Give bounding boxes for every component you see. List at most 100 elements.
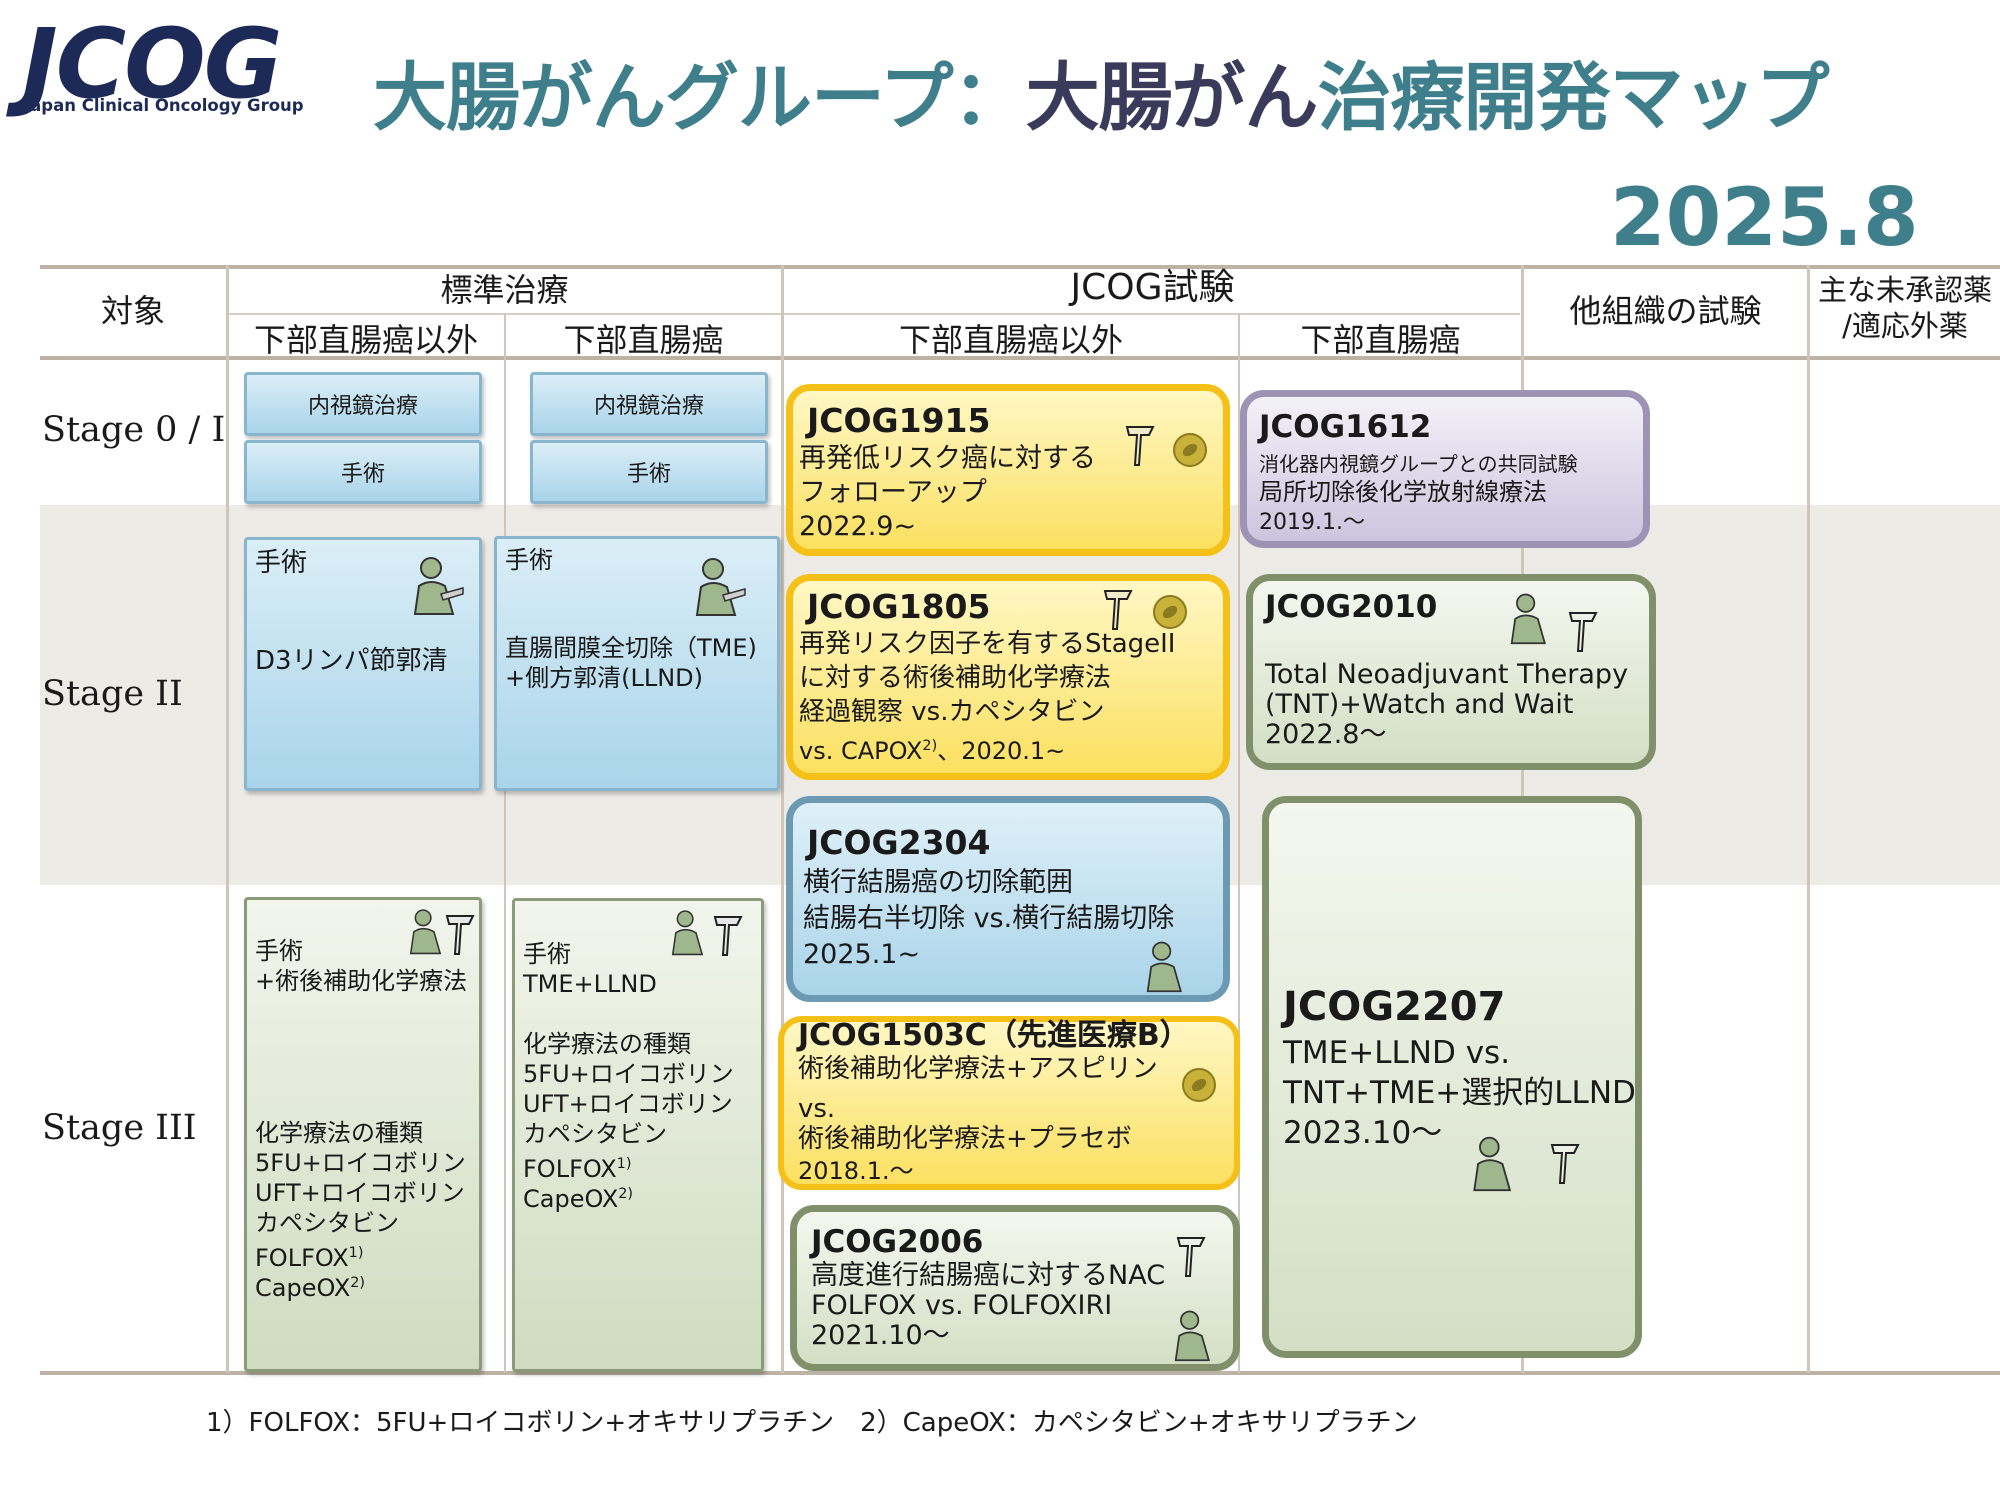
std-surgery-left-label: 手術	[340, 462, 385, 487]
surgeon-icon	[413, 557, 464, 615]
header-standard: 標準治療	[440, 271, 569, 309]
surgeon-icon	[1510, 593, 1546, 645]
trial-jcog2207-l2: TNT+TME+選択的LLND	[1283, 1075, 1636, 1111]
trial-jcog1915: JCOG1915 再発低リスク癌に対する フォローアップ 2022.9~	[786, 384, 1230, 556]
trial-jcog2010: JCOG2010 Total Neoadjuvant Therapy (TNT)…	[1246, 574, 1656, 770]
trial-jcog2006-l2: FOLFOX vs. FOLFOXIRI	[811, 1290, 1113, 1321]
trial-jcog1503c-l3: 術後補助化学療法+プラセボ	[798, 1124, 1132, 1154]
subheader-jcog-lower: 下部直腸癌	[1300, 321, 1461, 359]
std-stage2-right-body1: 直腸間膜全切除（TME)	[505, 634, 757, 662]
title-map: 治療開発マップ	[1317, 55, 1830, 141]
std-stage3-left: 手術 +術後補助化学療法 化学療法の種類 5FU+ロイコボリン UFT+ロイコボ…	[244, 897, 482, 1372]
trial-jcog2006-l1: 高度進行結腸癌に対するNAC	[811, 1260, 1166, 1291]
folfox-label: FOLFOX	[255, 1244, 349, 1272]
endoscope-icon	[445, 915, 475, 955]
trial-jcog2010-l1: Total Neoadjuvant Therapy	[1265, 659, 1629, 690]
trial-jcog2304: JCOG2304 横行結腸癌の切除範囲 結腸右半切除 vs.横行結腸切除 202…	[786, 796, 1230, 1002]
trial-jcog1805-l2: に対する術後補助化学療法	[799, 663, 1112, 693]
std-surgery-right: 手術	[530, 440, 768, 504]
std-stage3-right-8: CapeOX2)	[523, 1179, 633, 1215]
trial-jcog1805-capox: vs. CAPOX	[799, 737, 923, 765]
trial-jcog1503c: JCOG1503C（先進医療B） 術後補助化学療法+アスピリン vs. 術後補助…	[778, 1016, 1240, 1190]
logo: JCOG	[22, 8, 283, 120]
trial-jcog1612-l2: 局所切除後化学放射線療法	[1259, 478, 1547, 506]
endoscope-icon	[1176, 1237, 1206, 1277]
std-stage3-left-7: FOLFOX1)	[255, 1238, 363, 1274]
trial-jcog1915-l3: 2022.9~	[799, 511, 917, 542]
trial-jcog1503c-id: JCOG1503C（先進医療B）	[798, 1018, 1190, 1053]
grid-header-bottom-line	[40, 356, 2000, 360]
std-stage3-left-8: CapeOX2)	[255, 1268, 365, 1304]
trial-jcog1805-l3: 経過観察 vs.カペシタビン	[799, 697, 1105, 727]
grid-col-line-4	[1807, 265, 1810, 1373]
stage-0-1-label: Stage 0 / I	[42, 410, 226, 450]
trial-jcog1915-l2: フォローアップ	[799, 477, 987, 508]
trial-jcog2010-id: JCOG2010	[1265, 589, 1438, 625]
surgeon-icon	[1473, 1136, 1512, 1192]
surgeon-icon	[1146, 941, 1182, 993]
trial-jcog1503c-l2: vs.	[798, 1094, 836, 1124]
trial-jcog1805: JCOG1805 再発リスク因子を有するStageII に対する術後補助化学療法…	[786, 574, 1230, 780]
grid-sub-line-2	[1238, 315, 1240, 1373]
page-title: 大腸がんグループ：大腸がん治療開発マップ	[373, 50, 1830, 146]
std-stage3-right-5: UFT+ロイコボリン	[523, 1090, 733, 1118]
stage-3-label: Stage III	[42, 1108, 197, 1148]
grid-col-line-2	[781, 265, 784, 1373]
trial-jcog1503c-l4: 2018.1.～	[798, 1157, 914, 1185]
trial-jcog2304-id: JCOG2304	[807, 823, 991, 862]
trial-jcog1612-id: JCOG1612	[1259, 409, 1432, 445]
trial-jcog2207: JCOG2207 TME+LLND vs. TNT+TME+選択的LLND 20…	[1262, 796, 1642, 1358]
std-stage3-right-7: FOLFOX1)	[523, 1149, 631, 1185]
surgeon-icon	[409, 909, 442, 955]
std-stage3-left-4: 5FU+ロイコボリン	[255, 1149, 466, 1177]
header-jcog: JCOG試験	[1070, 267, 1235, 308]
trial-jcog1805-l1: 再発リスク因子を有するStageII	[799, 629, 1176, 659]
std-stage3-right-4: 5FU+ロイコボリン	[523, 1060, 734, 1088]
std-endoscopy-left-label: 内視鏡治療	[307, 394, 418, 419]
std-stage2-right-title: 手術	[505, 546, 553, 574]
trial-jcog2006-id: JCOG2006	[811, 1224, 984, 1260]
std-stage3-left-3: 化学療法の種類	[255, 1119, 423, 1147]
capeox-footnote-mark: 2)	[618, 1186, 634, 1202]
endoscope-icon	[1103, 590, 1133, 630]
surgeon-icon	[671, 910, 704, 956]
trial-jcog1915-l1: 再発低リスク癌に対する	[799, 443, 1096, 474]
std-endoscopy-left: 内視鏡治療	[244, 372, 482, 436]
trial-jcog1612: JCOG1612 消化器内視鏡グループとの共同試験 局所切除後化学放射線療法 2…	[1240, 390, 1650, 548]
trial-jcog2010-l2: (TNT)+Watch and Wait	[1265, 689, 1574, 720]
std-stage3-left-1: 手術	[255, 937, 303, 965]
std-stage2-right: 手術 直腸間膜全切除（TME) +側方郭清(LLND)	[494, 536, 780, 791]
surgeon-icon	[1174, 1310, 1210, 1362]
trial-jcog1805-l4: vs. CAPOX2)、2020.1~	[799, 731, 1065, 767]
trial-jcog2304-l2: 結腸右半切除 vs.横行結腸切除	[803, 903, 1175, 934]
trial-jcog2006-l3: 2021.10～	[811, 1320, 950, 1351]
std-stage2-left-title: 手術	[255, 548, 308, 578]
grid-top-line	[40, 265, 2000, 269]
header-target: 対象	[100, 292, 165, 330]
std-stage3-left-5: UFT+ロイコボリン	[255, 1179, 465, 1207]
pill-icon	[1153, 595, 1187, 629]
trial-jcog2304-l3: 2025.1~	[803, 939, 921, 970]
std-endoscopy-right-label: 内視鏡治療	[593, 394, 704, 419]
std-stage3-right: 手術 TME+LLND 化学療法の種類 5FU+ロイコボリン UFT+ロイコボリ…	[512, 898, 764, 1372]
grid-sub-line-1	[504, 315, 506, 1373]
folfox-footnote-mark: 1)	[348, 1245, 364, 1261]
endoscope-icon	[1550, 1144, 1580, 1184]
grid-header-mid-line	[228, 313, 1520, 315]
header-unapproved-2: /適応外薬	[1842, 309, 1968, 343]
trial-jcog2207-l1: TME+LLND vs.	[1283, 1035, 1511, 1071]
pill-icon	[1182, 1068, 1216, 1102]
std-stage2-left-body: D3リンパ節郭清	[255, 646, 448, 676]
pill-icon	[1173, 433, 1207, 467]
subheader-std-not-lower: 下部直腸癌以外	[253, 321, 478, 359]
grid-bottom-line	[40, 1371, 2000, 1375]
footnote: 1）FOLFOX：5FU+ロイコボリン+オキサリプラチン 2）CapeOX：カペ…	[206, 1408, 1418, 1438]
title-cancer: 大腸がん	[1025, 55, 1319, 141]
std-stage3-right-6: カペシタビン	[523, 1120, 667, 1148]
capeox-label: CapeOX	[523, 1185, 619, 1213]
capeox-footnote-mark: 2)	[350, 1275, 366, 1291]
capeox-label: CapeOX	[255, 1274, 351, 1302]
std-endoscopy-right: 内視鏡治療	[530, 372, 768, 436]
logo-subtitle: Japan Clinical Oncology Group	[24, 96, 304, 115]
std-stage3-right-2: TME+LLND	[523, 970, 657, 998]
